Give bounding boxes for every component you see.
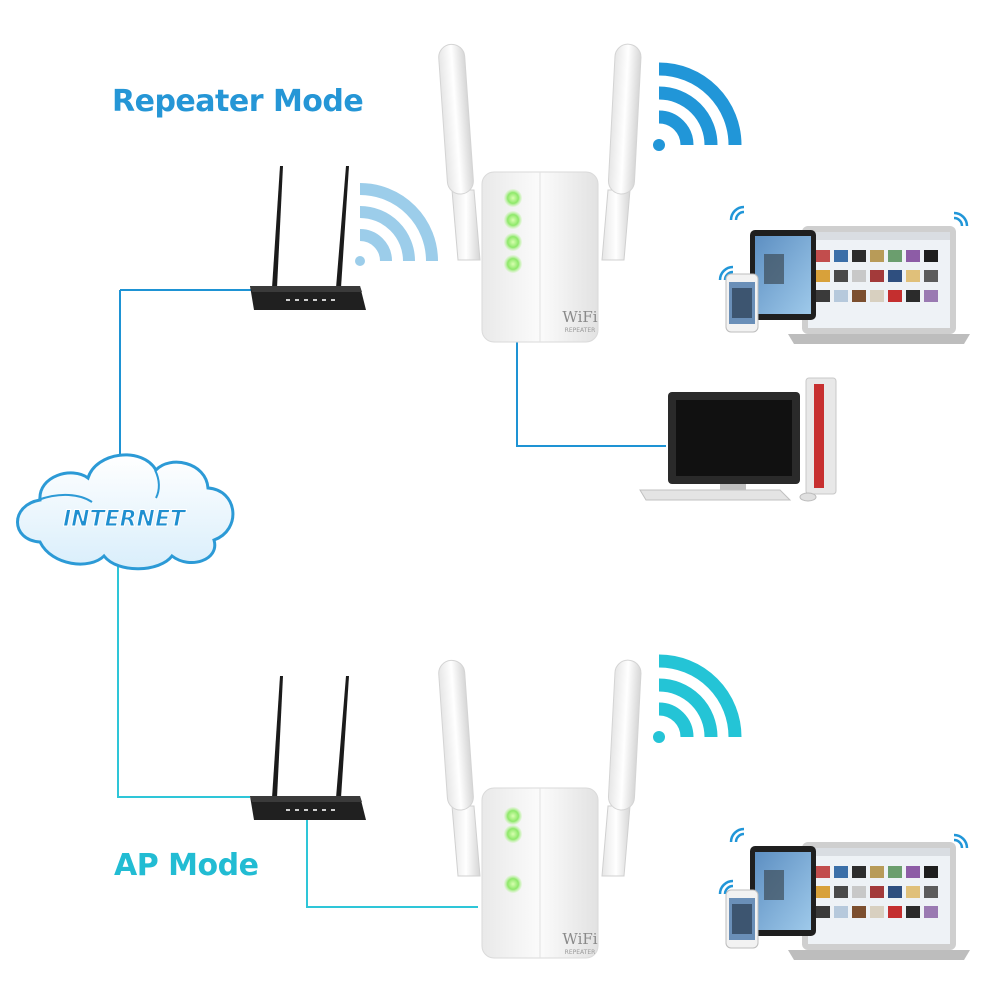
wifi-signal-icon — [653, 654, 742, 743]
cloud-icon — [16, 453, 235, 571]
wifi-signal-icon — [653, 62, 742, 151]
router-icon — [250, 166, 366, 310]
repeater-mode-title: Repeater Mode — [112, 84, 364, 119]
wifi-signal-icon — [355, 183, 438, 266]
device-model-label: REPEATER — [565, 327, 596, 334]
device-brand-label: WiFi — [562, 308, 597, 326]
repeater-icon — [437, 42, 643, 343]
desktop-pc-icon — [639, 377, 837, 502]
wifi-signal-icon — [718, 205, 969, 895]
device-model-label: REPEATER — [565, 949, 596, 956]
repeater-icon — [437, 658, 643, 959]
router-icon — [250, 676, 366, 820]
laptop-icon — [725, 225, 971, 345]
wired-link-cloud-router-ap — [117, 560, 250, 798]
ap-mode-title: AP Mode — [114, 848, 259, 883]
wired-link-router-ap-repeater — [306, 815, 478, 908]
device-brand-label: WiFi — [562, 930, 597, 948]
wired-link-repeater-desktop — [516, 340, 666, 447]
laptop-icon — [725, 841, 971, 961]
